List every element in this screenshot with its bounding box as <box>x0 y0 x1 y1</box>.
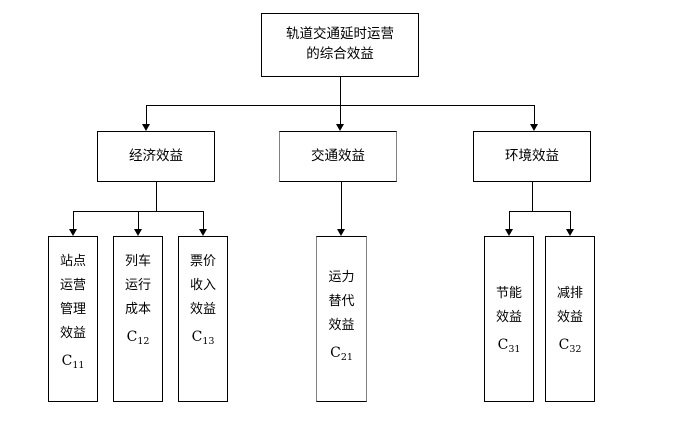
node-root-line-1: 轨道交通延时运营 <box>286 26 394 43</box>
arrowhead-leaf-c11 <box>69 229 77 236</box>
edge-environment-to-leaf5 <box>509 211 510 229</box>
arrowhead-leaf-c31 <box>505 229 513 236</box>
node-leaf-c11-code: C11 <box>61 353 85 371</box>
node-leaf-c31-char-2: 效益 <box>495 310 522 325</box>
node-leaf-c11-char-1: 站点 <box>59 254 86 269</box>
node-leaf-c11[interactable]: 站点 运营 管理 效益 C11 <box>48 236 98 402</box>
node-leaf-c32-code: C32 <box>558 337 582 355</box>
node-leaf-c11-char-4: 效益 <box>59 326 86 341</box>
arrowhead-leaf-c32 <box>566 229 574 236</box>
arrowhead-environment <box>530 124 538 131</box>
node-leaf-c32-char-1: 减排 <box>556 286 583 301</box>
edge-bus-to-environment <box>534 105 535 124</box>
arrowhead-leaf-c13 <box>199 229 207 236</box>
edge-root-stem <box>340 77 341 105</box>
edge-economic-to-leaf1 <box>73 211 74 229</box>
node-category-economic-label: 经济效益 <box>129 147 183 164</box>
arrowhead-leaf-c12 <box>134 229 142 236</box>
node-root-line-2: 的综合效益 <box>306 46 374 62</box>
node-leaf-c31-char-1: 节能 <box>495 286 522 301</box>
node-leaf-c21[interactable]: 运力 替代 效益 C21 <box>316 236 367 402</box>
node-leaf-c21-char-2: 替代 <box>328 294 355 309</box>
edge-environment-bus <box>509 211 570 212</box>
arrowhead-leaf-c21 <box>337 229 345 236</box>
node-root-comprehensive-benefit[interactable]: 轨道交通延时运营 的综合效益 <box>261 13 419 77</box>
edge-bus-to-economic <box>146 105 147 124</box>
edge-traffic-to-leaf4 <box>341 182 342 229</box>
arrowhead-traffic <box>336 124 344 131</box>
edge-environment-stem <box>532 182 533 211</box>
node-leaf-c32[interactable]: 减排 效益 C32 <box>545 236 595 402</box>
node-category-environment-label: 环境效益 <box>505 147 559 164</box>
node-category-traffic-label: 交通效益 <box>311 147 365 164</box>
node-leaf-c12-char-3: 成本 <box>124 302 151 317</box>
node-leaf-c32-char-2: 效益 <box>556 310 583 325</box>
node-category-environment[interactable]: 环境效益 <box>473 131 591 182</box>
node-leaf-c21-char-3: 效益 <box>328 318 355 333</box>
arrowhead-economic <box>142 124 150 131</box>
node-leaf-c12-code: C12 <box>126 329 150 347</box>
node-leaf-c13-char-3: 效益 <box>189 302 216 317</box>
node-leaf-c13-char-1: 票价 <box>189 254 216 269</box>
edge-environment-to-leaf6 <box>570 211 571 229</box>
node-leaf-c12[interactable]: 列车 运行 成本 C12 <box>113 236 163 402</box>
node-leaf-c21-char-1: 运力 <box>328 270 355 285</box>
node-leaf-c31[interactable]: 节能 效益 C31 <box>484 236 534 402</box>
node-leaf-c13[interactable]: 票价 收入 效益 C13 <box>178 236 228 402</box>
node-leaf-c12-char-2: 运行 <box>124 278 151 293</box>
edge-economic-to-leaf2 <box>138 211 139 229</box>
node-category-traffic[interactable]: 交通效益 <box>279 131 397 182</box>
node-category-economic[interactable]: 经济效益 <box>97 131 215 182</box>
node-leaf-c13-char-2: 收入 <box>189 278 216 293</box>
node-leaf-c13-code: C13 <box>191 329 215 347</box>
edge-economic-stem <box>156 182 157 211</box>
node-leaf-c21-code: C21 <box>330 345 353 363</box>
node-leaf-c31-code: C31 <box>497 337 521 355</box>
edge-economic-to-leaf3 <box>203 211 204 229</box>
node-leaf-c11-char-3: 管理 <box>59 302 86 317</box>
edge-bus-to-traffic <box>340 105 341 124</box>
node-leaf-c11-char-2: 运营 <box>59 278 86 293</box>
node-leaf-c12-char-1: 列车 <box>124 254 151 269</box>
